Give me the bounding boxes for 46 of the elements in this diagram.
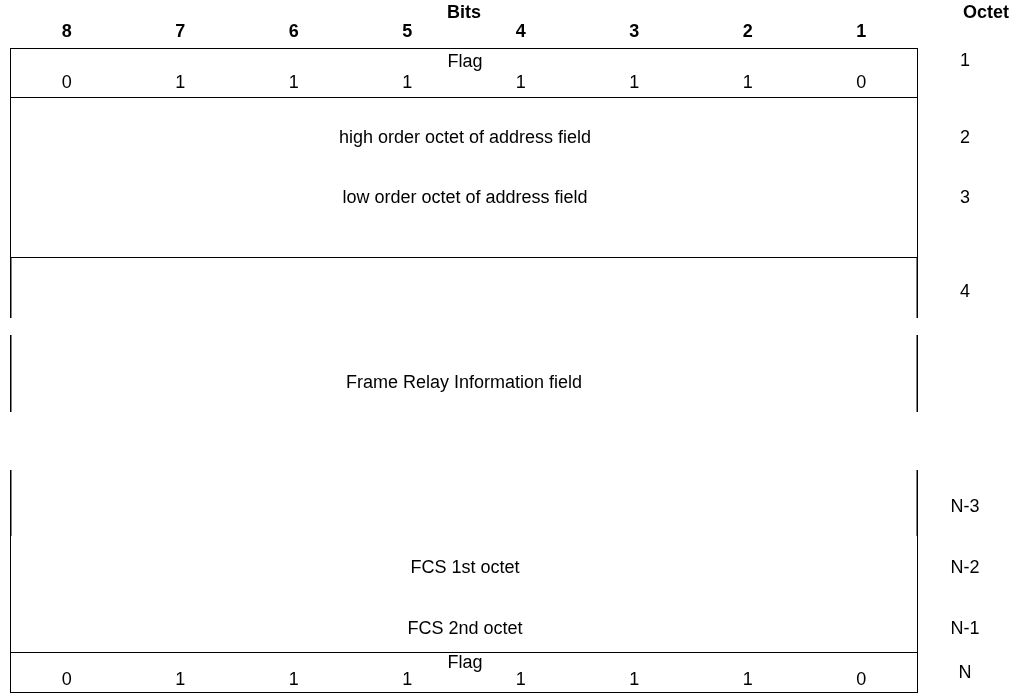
field-name: low order octet of address field [342, 186, 588, 208]
field-name: FCS 1st octet [410, 556, 520, 578]
field-name: FCS 2nd octet [407, 617, 523, 639]
frame-field-box [10, 48, 918, 98]
field-name: Flag [447, 651, 483, 673]
bit-value: 0 [61, 668, 72, 690]
frame-field-box [10, 97, 918, 258]
octet-number: N-1 [950, 617, 980, 639]
octet-number: N-2 [950, 556, 980, 578]
column-heading: Octet [963, 1, 1009, 23]
bit-number: 2 [742, 20, 753, 42]
bit-value: 1 [515, 71, 526, 93]
bit-value: 1 [175, 668, 186, 690]
column-heading: Bits [447, 1, 481, 23]
bit-value: 1 [288, 668, 299, 690]
bit-number: 3 [629, 20, 640, 42]
bit-number: 8 [61, 20, 72, 42]
bit-value: 1 [288, 71, 299, 93]
frame-field-box [10, 535, 918, 653]
bit-value: 1 [742, 668, 753, 690]
bit-value: 1 [402, 668, 413, 690]
bit-value: 0 [856, 71, 867, 93]
bit-value: 0 [856, 668, 867, 690]
octet-number: 2 [960, 126, 970, 148]
bit-value: 1 [515, 668, 526, 690]
octet-number: 4 [960, 280, 970, 302]
field-name: high order octet of address field [338, 126, 592, 148]
bit-number: 4 [515, 20, 526, 42]
bit-value: 1 [629, 71, 640, 93]
octet-number: N [958, 661, 972, 683]
field-name: Frame Relay Information field [345, 371, 583, 393]
frame-field-box [10, 652, 918, 693]
bit-value: 1 [402, 71, 413, 93]
bit-value: 1 [629, 668, 640, 690]
bit-value: 1 [175, 71, 186, 93]
broken-field-box [10, 257, 918, 536]
octet-number: N-3 [950, 495, 980, 517]
bit-number: 6 [288, 20, 299, 42]
bit-number: 7 [175, 20, 186, 42]
bit-number: 1 [856, 20, 867, 42]
bit-value: 0 [61, 71, 72, 93]
bit-value: 1 [742, 71, 753, 93]
octet-number: 3 [960, 186, 970, 208]
octet-number: 1 [960, 49, 970, 71]
bit-number: 5 [402, 20, 413, 42]
field-name: Flag [447, 50, 483, 72]
